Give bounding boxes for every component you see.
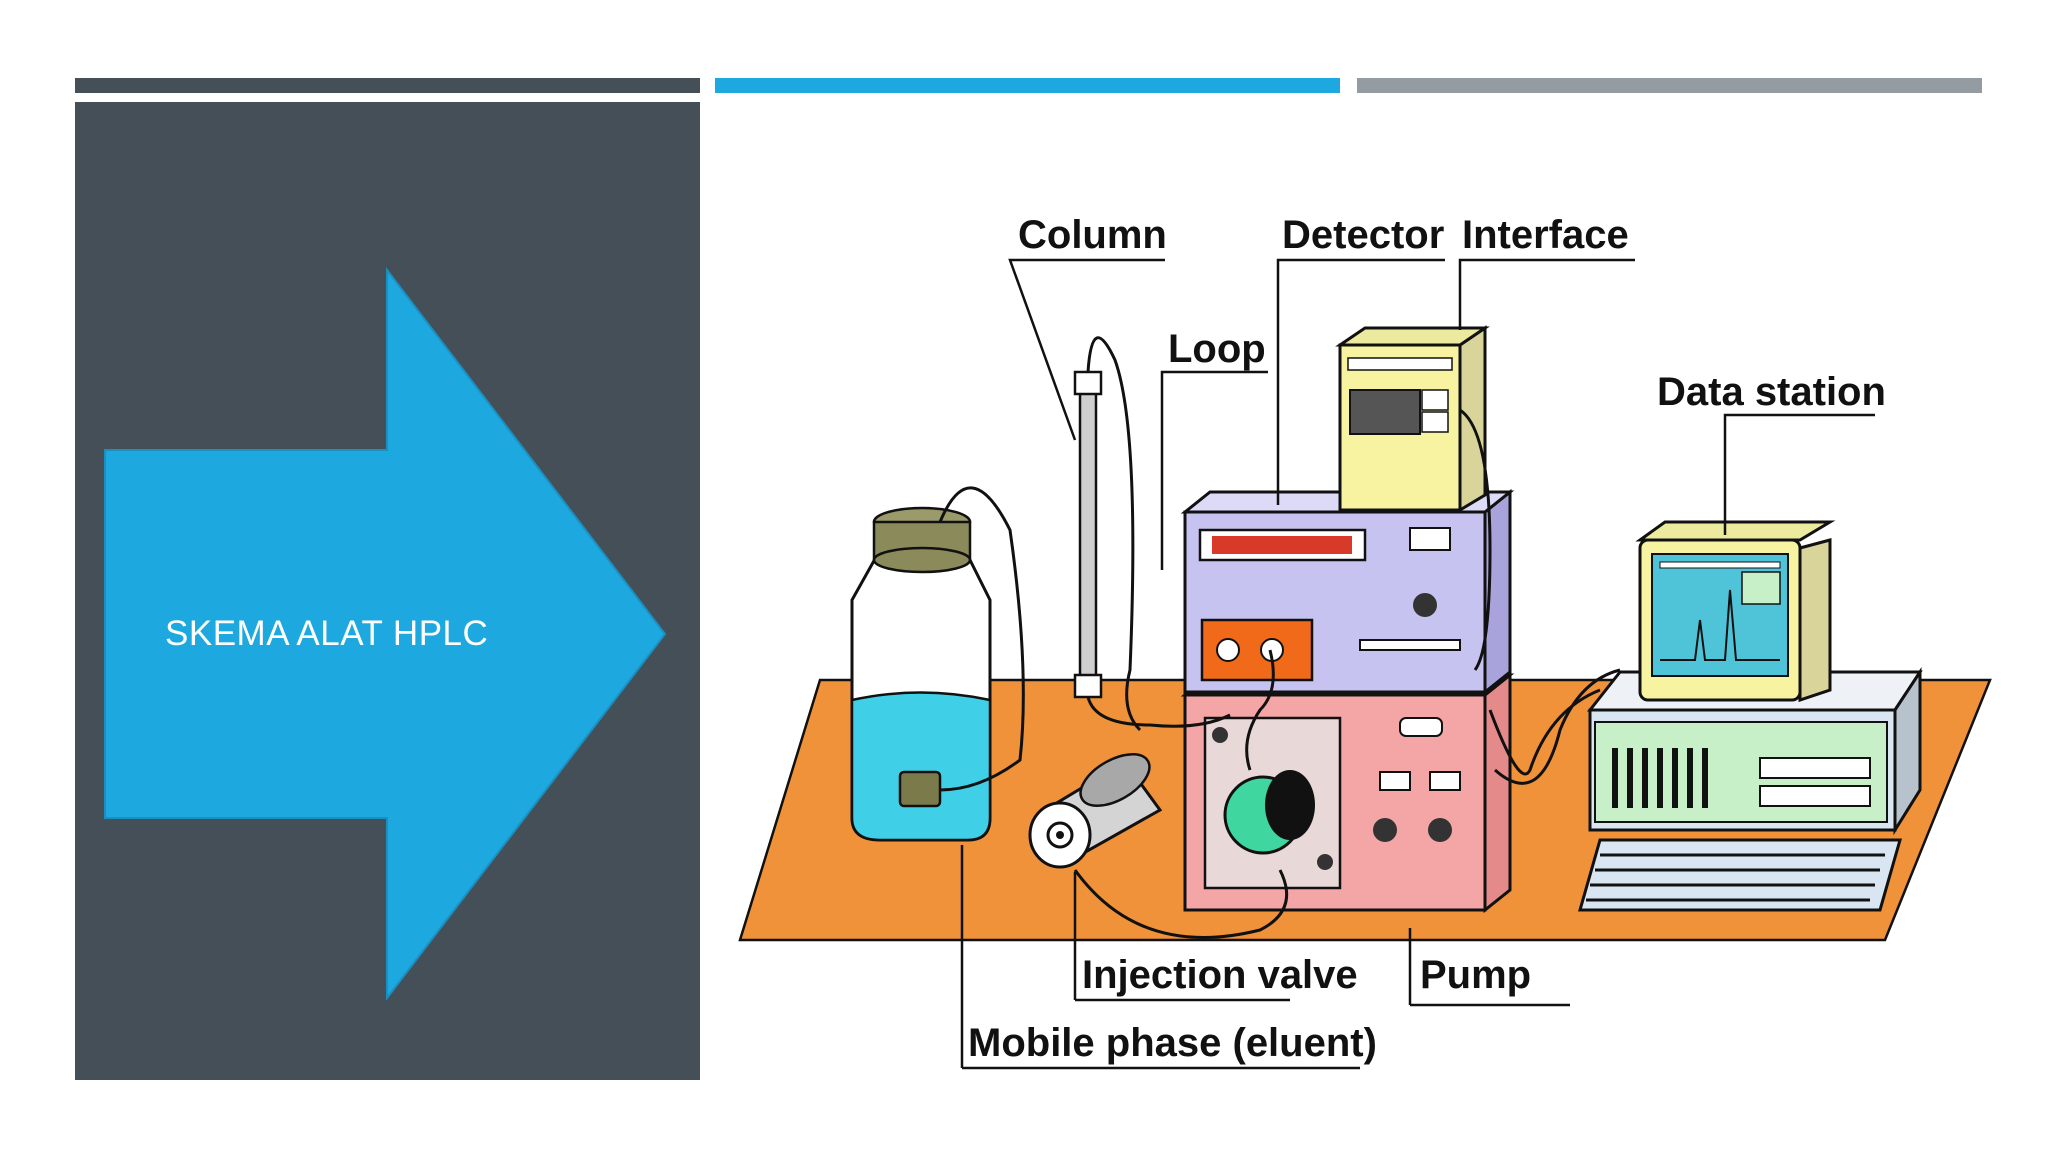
label-detector: Detector bbox=[1282, 213, 1444, 257]
arrow-shape-icon bbox=[104, 267, 667, 1001]
interface-box-icon bbox=[1335, 325, 1490, 513]
label-pump: Pump bbox=[1420, 953, 1531, 997]
label-injection-valve: Injection valve bbox=[1082, 953, 1358, 997]
tubing bbox=[938, 336, 1621, 939]
hplc-schematic: Column Detector Interface Loop Data stat… bbox=[738, 213, 1992, 1070]
label-column: Column bbox=[1018, 213, 1167, 257]
hplc-column-icon bbox=[1073, 370, 1103, 699]
label-leader-lines bbox=[960, 258, 1875, 1070]
pump-unit-icon bbox=[1180, 671, 1515, 914]
hplc-diagram: Column Detector Interface Loop Data stat… bbox=[720, 150, 2010, 1090]
data-station-computer-icon bbox=[1578, 520, 1923, 912]
label-mobile-phase: Mobile phase (eluent) bbox=[968, 1021, 1377, 1065]
header-bar-blue bbox=[715, 78, 1340, 93]
eluent-bottle-icon bbox=[850, 506, 992, 842]
header-bar-dark bbox=[75, 78, 700, 93]
injection-valve-icon bbox=[1028, 753, 1163, 869]
slide-title: SKEMA ALAT HPLC bbox=[165, 614, 489, 653]
label-interface: Interface bbox=[1462, 213, 1629, 257]
title-panel: SKEMA ALAT HPLC bbox=[75, 102, 700, 1080]
detector-unit-icon bbox=[1180, 488, 1515, 696]
header-bar-gray bbox=[1357, 78, 1982, 93]
label-loop: Loop bbox=[1168, 327, 1266, 371]
label-data-station: Data station bbox=[1657, 370, 1886, 414]
